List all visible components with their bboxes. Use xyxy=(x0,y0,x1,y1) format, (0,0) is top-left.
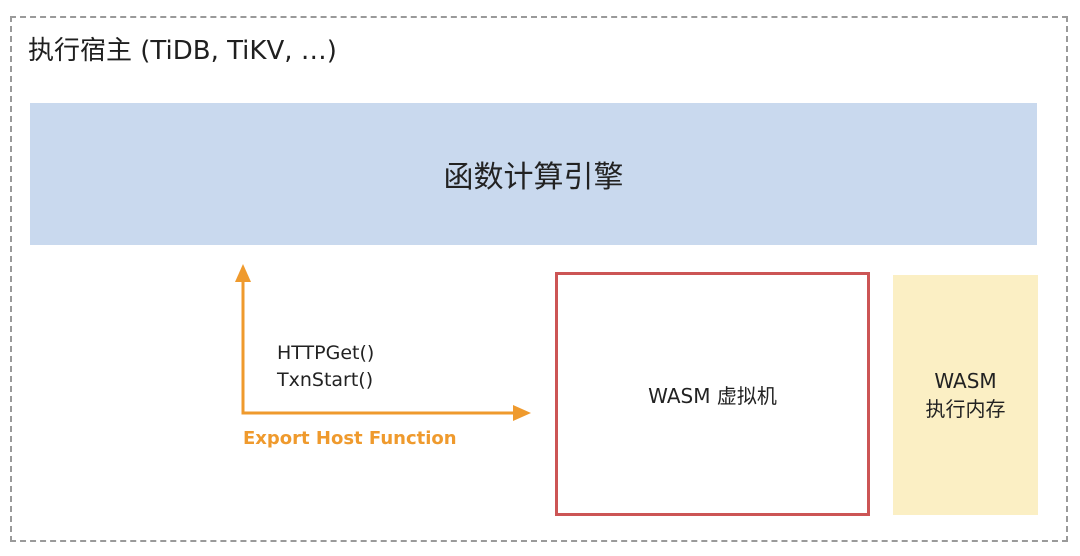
arrow-up-head xyxy=(235,264,251,282)
host-function-txnstart: TxnStart() xyxy=(277,369,374,391)
host-function-list: HTTPGet() TxnStart() xyxy=(277,340,374,394)
wasm-memory-label-line2: 执行内存 xyxy=(925,397,1006,421)
engine-label: 函数计算引擎 xyxy=(443,160,624,195)
function-engine-block: 函数计算引擎 xyxy=(30,103,1037,245)
wasm-vm-block: WASM 虚拟机 xyxy=(555,272,870,516)
host-title: 执行宿主 (TiDB, TiKV, …) xyxy=(28,36,337,66)
wasm-memory-label-line1: WASM xyxy=(934,369,997,393)
host-container xyxy=(10,16,1068,542)
export-host-function-label: Export Host Function xyxy=(243,428,457,449)
wasm-vm-label: WASM 虚拟机 xyxy=(648,383,777,408)
host-function-httpget: HTTPGet() xyxy=(277,342,375,364)
arrow-right-head xyxy=(513,405,531,421)
export-arrow-line xyxy=(241,280,515,415)
wasm-memory-block: WASM 执行内存 xyxy=(893,275,1038,515)
